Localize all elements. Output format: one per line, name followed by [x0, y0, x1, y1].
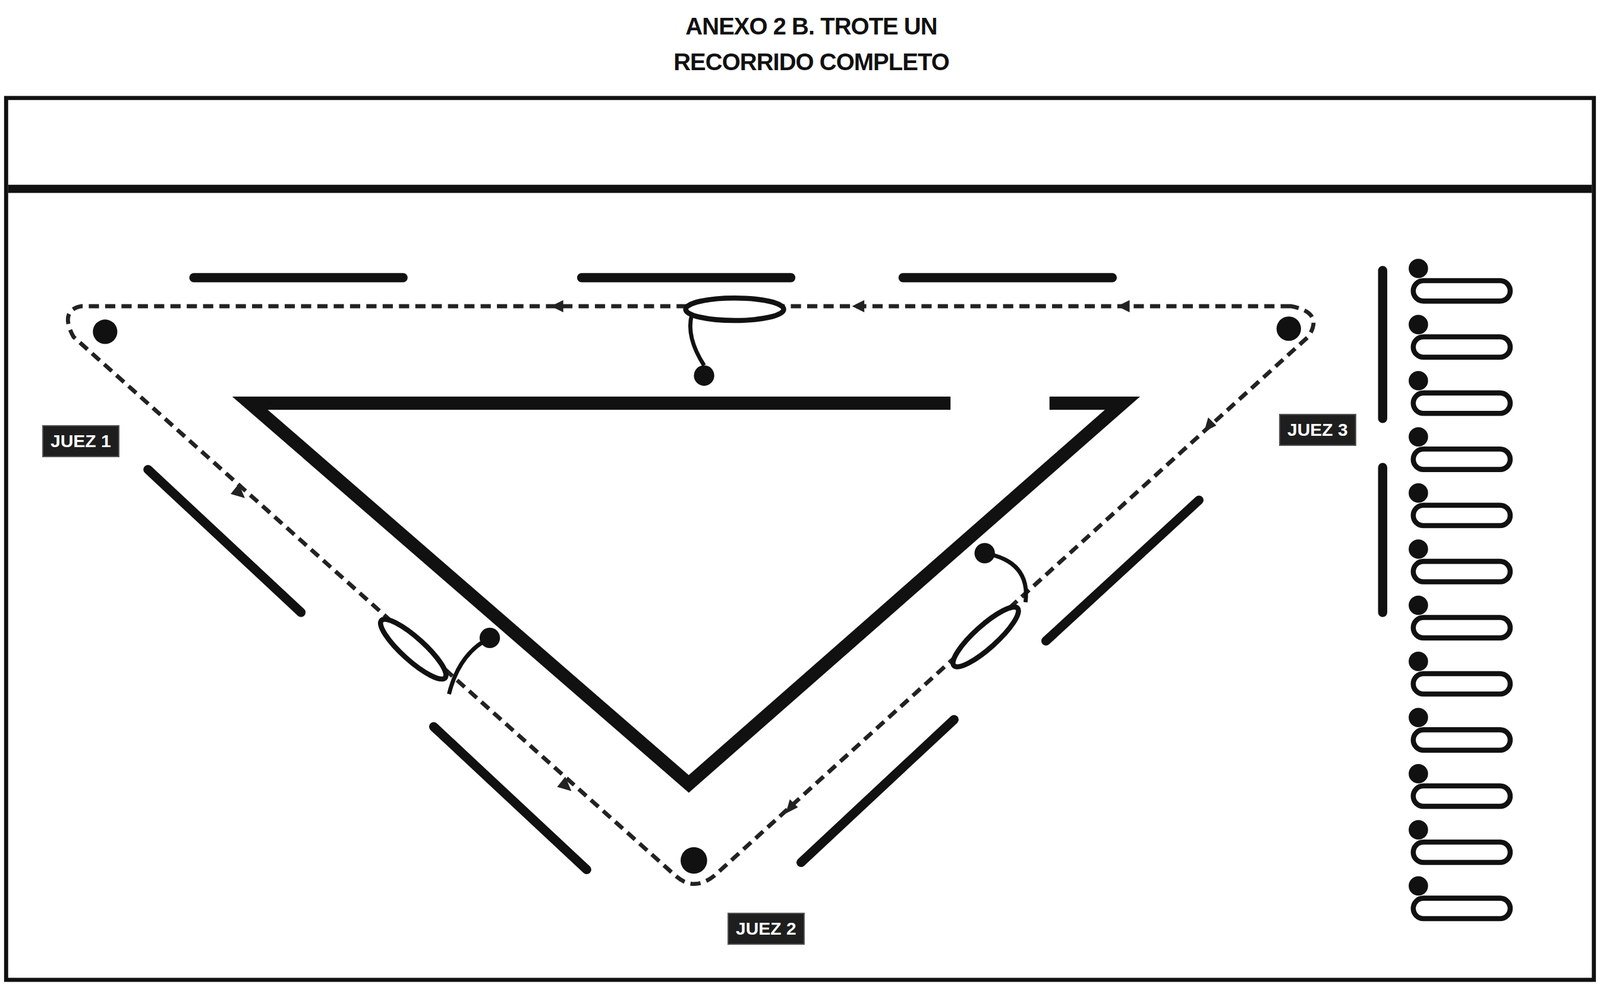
waiting-dog [1413, 561, 1511, 582]
judge-box: JUEZ 2 [727, 912, 805, 945]
handler-mark [1410, 373, 1426, 388]
inner-triangle [250, 402, 1123, 784]
handler-mark [1410, 317, 1426, 332]
waiting-dog [1413, 729, 1511, 750]
gait-path [67, 306, 1314, 884]
waiting-dog [1413, 898, 1511, 919]
dogs-on-path [373, 297, 1026, 686]
handler-mark [1410, 822, 1426, 837]
judge-label: JUEZ 3 [1287, 419, 1348, 440]
handler-mark [1410, 260, 1426, 276]
judge-marks [92, 316, 1302, 874]
judge-box: JUEZ 1 [42, 424, 120, 458]
waiting-dog [1413, 785, 1511, 806]
waiting-dog [1413, 280, 1511, 301]
handler-leashes [448, 314, 1026, 695]
waiting-dog [1413, 841, 1511, 862]
waiting-dog [1413, 505, 1511, 526]
waiting-dog [1413, 336, 1511, 357]
waiting-dog [1413, 392, 1511, 414]
handler-mark [1410, 597, 1426, 613]
waiting-dogs [1410, 260, 1511, 919]
handler-mark [1410, 878, 1426, 893]
handler-mark [1410, 653, 1426, 669]
outer-barriers [147, 270, 1383, 870]
outer-frame [5, 98, 1594, 980]
judge-label: JUEZ 1 [50, 430, 112, 451]
handler-mark [1410, 485, 1426, 500]
ring-top-band [8, 184, 1593, 194]
handler-mark [1410, 766, 1426, 781]
handler-mark [1410, 710, 1426, 725]
judge-box: JUEZ 3 [1279, 413, 1357, 446]
waiting-dog [1413, 673, 1511, 694]
waiting-dog [1413, 448, 1511, 469]
path-arrowheads [230, 300, 1217, 814]
handler-mark [1410, 542, 1426, 557]
page-title: ANEXO 2 B. TROTE UN RECORRIDO COMPLETO [632, 8, 990, 80]
waiting-dog [1413, 617, 1511, 638]
judge-label: JUEZ 2 [735, 918, 797, 938]
handler-mark [1410, 429, 1426, 444]
